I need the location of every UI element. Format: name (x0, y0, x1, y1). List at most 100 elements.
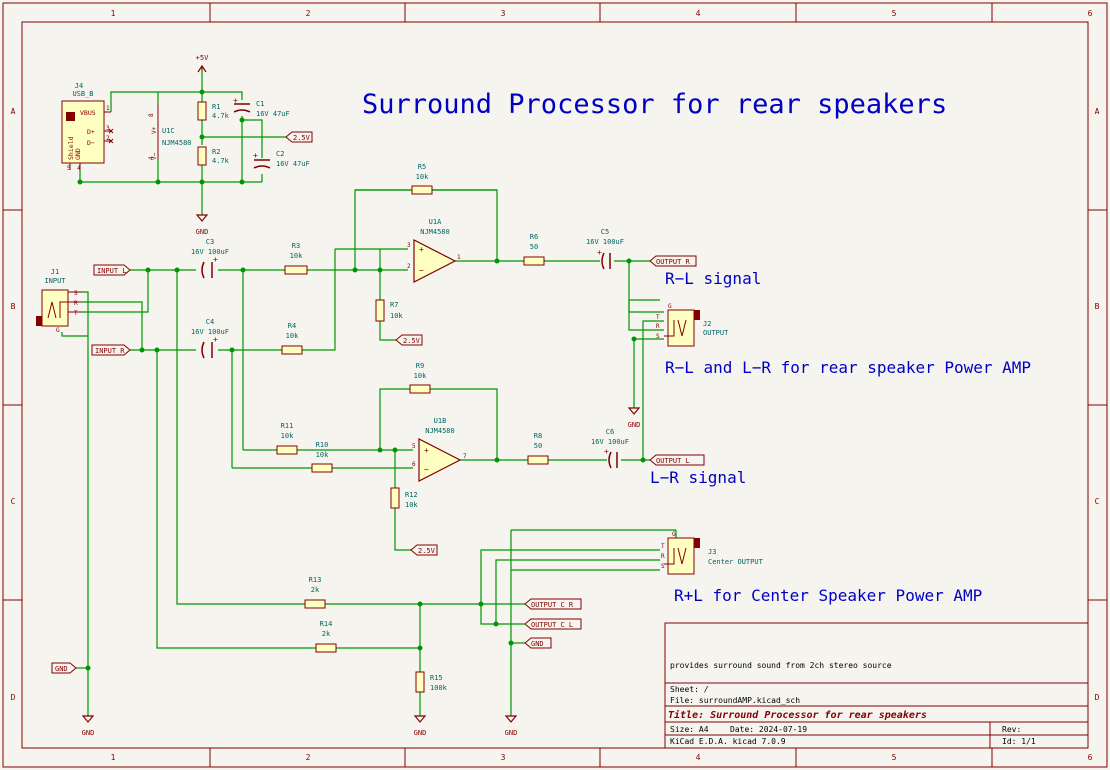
ground-symbol-5 (504, 715, 518, 723)
tb-tool: KiCad E.D.A. kicad 7.0.9 (670, 737, 786, 746)
j4-dm: D− (87, 139, 95, 147)
u1b-ref: U1B (434, 417, 447, 425)
j2-ref: J2 (703, 320, 711, 328)
c2-ref: C2 (276, 150, 284, 158)
audio-jack-j3: J3 Center OUTPUT G T R S (661, 531, 764, 575)
u1c-pin8: 8 (148, 113, 155, 117)
j3-ref: J3 (708, 548, 716, 556)
c1-value: 16V 47uF (256, 110, 290, 118)
row-label-c: C (11, 497, 16, 506)
ground-symbol-3 (81, 715, 95, 723)
capacitors: + + + + + + (201, 96, 618, 469)
col-label-4b: 4 (696, 753, 701, 762)
label-gnd-right: GND (524, 637, 552, 649)
tb-sheet: Sheet: / (670, 685, 709, 694)
r7-ref: R7 (390, 301, 398, 309)
j3-pin-r: R (661, 553, 665, 560)
r12-ref: R12 (405, 491, 418, 499)
u1a-value: NJM4580 (420, 228, 450, 236)
r11-value: 10k (281, 432, 294, 440)
label-gnd-left: GND (51, 662, 77, 674)
power-symbols: +5V GND GND GND GND GND (82, 54, 641, 737)
j4-pin5: 5 (67, 165, 71, 172)
svg-text:2.5V: 2.5V (418, 547, 436, 555)
r5-value: 10k (416, 173, 429, 181)
j2-pin-g: G (668, 303, 672, 310)
r4-ref: R4 (288, 322, 296, 330)
opamp-u1b: U1B NJM4580 + − 5 6 7 (412, 417, 467, 482)
u1b-pin7: 7 (463, 453, 467, 460)
label-output-r: OUTPUT R (649, 255, 697, 267)
opamp-u1a: U1A NJM4580 + − 3 2 1 (407, 218, 461, 283)
col-label-6: 6 (1088, 9, 1093, 18)
audio-jack-j1: J1 INPUT S R T G (36, 268, 89, 336)
u1c-vminus: V− (151, 152, 158, 160)
svg-text:+: + (213, 255, 218, 264)
tb-comment: provides surround sound from 2ch stereo … (670, 661, 892, 670)
capacitor-labels: C1 16V 47uF C2 16V 47uF C3 16V 100uF C4 … (191, 100, 629, 446)
r13-value: 2k (311, 586, 320, 594)
tb-date: Date: 2024-07-19 (730, 725, 807, 734)
c5-value: 16V 100uF (586, 238, 624, 246)
gnd-label-5: GND (505, 729, 518, 737)
svg-text:OUTPUT R: OUTPUT R (656, 258, 691, 266)
wires (61, 70, 677, 716)
r7-value: 10k (390, 312, 403, 320)
r8-value: 50 (534, 442, 542, 450)
j3-pin-t: T (661, 543, 665, 550)
usb-connector-j4: J4 USB_B VBUS D+ D− GND Shield 1 3 2 5 4 (61, 82, 114, 172)
resistor-r9 (409, 384, 431, 394)
resistor-r6 (523, 256, 545, 266)
r4-value: 10k (286, 332, 299, 340)
r2-ref: R2 (212, 148, 220, 156)
resistors (197, 101, 549, 693)
label-output-l: OUTPUT L (649, 454, 705, 466)
svg-text:+: + (213, 335, 218, 344)
c2-value: 16V 47uF (276, 160, 310, 168)
label-2v5-bot: 2.5V (410, 544, 438, 556)
col-label-2b: 2 (306, 753, 311, 762)
resistor-r7 (375, 299, 385, 322)
u1b-pin6: 6 (412, 461, 416, 468)
j4-pin4: 4 (77, 165, 81, 172)
note-lr-signal: L−R signal (650, 468, 746, 487)
gnd-label-2: GND (628, 421, 641, 429)
j4-vbus: VBUS (80, 109, 96, 117)
resistor-r3 (284, 265, 308, 275)
net-labels: 2.5V 2.5V 2.5V INPUT L INPUT R OUTPUT R … (51, 131, 705, 674)
r1-ref: R1 (212, 103, 220, 111)
tb-size: Size: A4 (670, 725, 709, 734)
j4-gnd: GND (74, 148, 82, 160)
r6-value: 50 (530, 243, 538, 251)
resistor-r5 (411, 185, 433, 195)
u1c-value: NJM4580 (162, 139, 192, 147)
svg-text:OUTPUT C R: OUTPUT C R (531, 601, 574, 609)
schematic-title: Surround Processor for rear speakers (362, 89, 947, 120)
svg-text:OUTPUT L: OUTPUT L (656, 457, 690, 465)
r14-ref: R14 (320, 620, 333, 628)
col-label-4: 4 (696, 9, 701, 18)
resistor-r12 (390, 487, 400, 509)
svg-text:+: + (424, 446, 429, 455)
c4-ref: C4 (206, 318, 214, 326)
col-label-6b: 6 (1088, 753, 1093, 762)
label-2v5-top: 2.5V (285, 131, 313, 143)
r3-value: 10k (290, 252, 303, 260)
j1-pin-r: R (74, 300, 78, 307)
j3-value: Center OUTPUT (708, 558, 764, 566)
svg-text:2.5V: 2.5V (403, 337, 421, 345)
tb-rev: Rev: (1002, 725, 1021, 734)
resistor-r14 (315, 643, 337, 653)
j1-value: INPUT (44, 277, 66, 285)
j2-pin-s: S (656, 333, 660, 340)
label-2v5-mid: 2.5V (395, 334, 423, 346)
notes: Surround Processor for rear speakers R−L… (362, 89, 1031, 605)
row-label-d-r: D (1095, 693, 1100, 702)
resistor-r1 (197, 101, 207, 121)
r3-ref: R3 (292, 242, 300, 250)
note-center-power: R+L for Center Speaker Power AMP (674, 586, 982, 605)
resistor-labels: R1 4.7k R2 4.7k R7 10k R12 10k R15 100k … (212, 103, 542, 692)
col-label-5: 5 (892, 9, 897, 18)
svg-text:GND: GND (55, 665, 68, 673)
